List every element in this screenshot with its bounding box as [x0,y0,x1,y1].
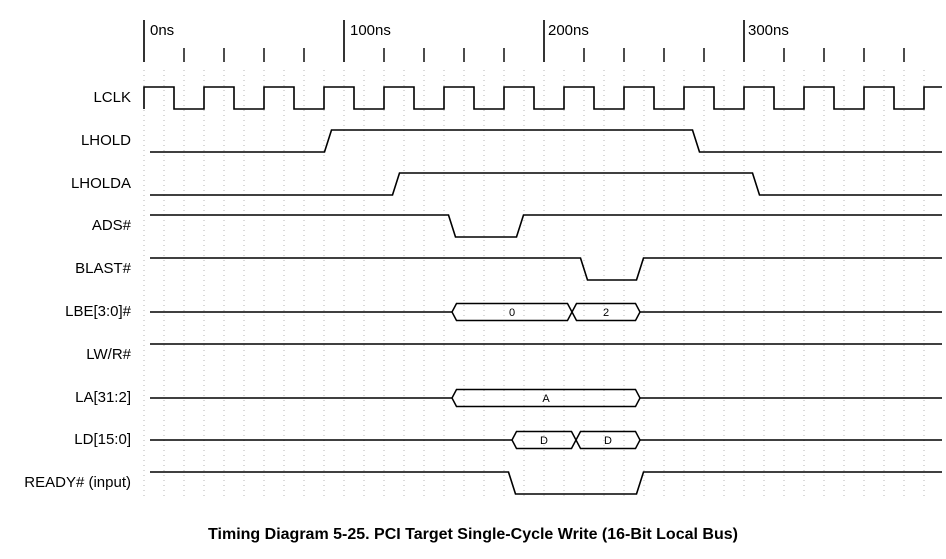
time-label-100: 100ns [350,22,391,39]
waveform-ready-input [150,471,942,495]
waveform-lbe-3-0-value: 2 [603,307,609,319]
signal-label-lholda: LHOLDA [70,175,131,192]
waveform-la-31-2-segment [451,388,641,408]
signal-label-ready: READY# (input) [24,474,131,491]
waveform-la-31-2-value: A [542,393,550,405]
signal-label-ads: ADS# [91,217,131,234]
waveform-ld-15-0-value: D [540,435,548,447]
signal-label-lhold: LHOLD [80,132,131,149]
waveform-ld-15-0-value: D [604,435,612,447]
signal-label-lbe: LBE[3:0]# [65,303,131,320]
waveform-area: 0 2A D D [143,20,942,500]
signal-label-lwr: LW/R# [86,346,131,363]
time-label-300: 300ns [748,22,789,39]
waveform-blast [150,257,942,281]
time-label-0: 0ns [150,22,175,39]
time-label-200: 200ns [548,22,589,39]
waveform-ads [150,214,942,238]
signal-label-ld: LD[15:0] [74,431,131,448]
waveform-lbe-3-0-segment [571,302,641,322]
waveform-lholda [150,172,942,196]
waveform-lhold [150,129,942,153]
waveform-ld-15-0-segment [575,430,641,450]
signal-label-la: LA[31:2] [75,389,131,406]
signal-label-lclk: LCLK [93,89,131,106]
diagram-caption: Timing Diagram 5-25. PCI Target Single-C… [208,526,738,543]
waveform-lbe-3-0-value: 0 [509,307,515,319]
waveform-lclk [143,86,942,110]
signal-label-blast: BLAST# [75,260,131,277]
